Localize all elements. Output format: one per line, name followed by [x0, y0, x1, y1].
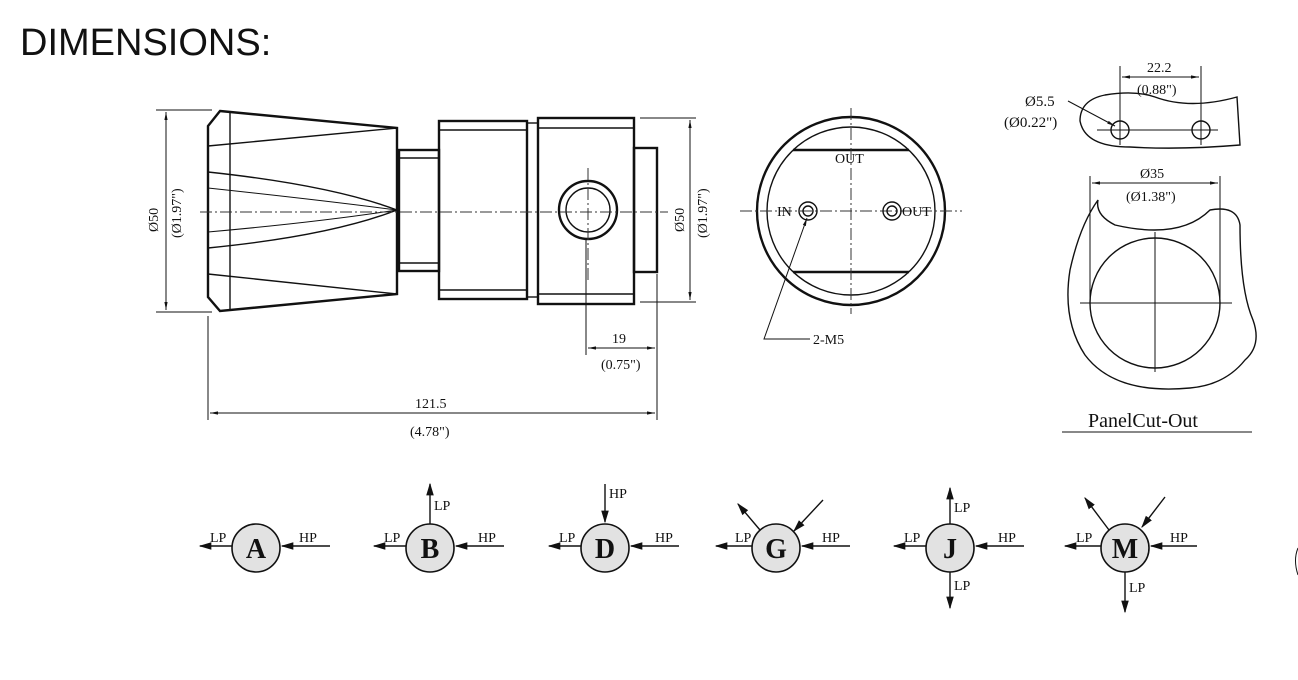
- cutout-panel: [1067, 199, 1257, 390]
- config-letter: B: [421, 534, 440, 565]
- rear-cap: [632, 146, 659, 274]
- port-label: HP: [822, 531, 840, 546]
- out-top-label: OUT: [835, 152, 864, 167]
- thread-label: 2-M5: [813, 333, 844, 348]
- page-title: DIMENSIONS:: [20, 22, 272, 64]
- hole-spacing-label: 22.2: [1147, 61, 1172, 76]
- port-config-g: G LP HP: [714, 499, 850, 573]
- neck: [397, 148, 441, 273]
- edge-arc: [1295, 547, 1298, 576]
- port-config-d: D HP LP HP: [547, 484, 679, 573]
- knob-flute: [207, 171, 398, 211]
- length-inch-label: (4.78"): [410, 425, 450, 440]
- port-label: LP: [1129, 581, 1146, 596]
- right-dia-label: Ø50: [673, 208, 688, 232]
- port-label: LP: [434, 499, 451, 514]
- port-label: HP: [655, 531, 673, 546]
- panel-caption: PanelCut-Out: [1088, 410, 1198, 432]
- config-letter: M: [1112, 534, 1138, 565]
- config-letter: J: [943, 534, 957, 565]
- knob-flute: [207, 273, 398, 295]
- config-letter: D: [595, 534, 615, 565]
- port-label: LP: [559, 531, 576, 546]
- port-label: HP: [609, 487, 627, 502]
- left-dia-inch-label: (Ø1.97"): [170, 188, 185, 238]
- port-label: HP: [1170, 531, 1188, 546]
- port-config-j: J LP LP HP LP: [892, 486, 1024, 610]
- port-label: LP: [954, 501, 971, 516]
- port-label: LP: [954, 579, 971, 594]
- arrow-in-icon: [793, 499, 824, 532]
- out-right-label: OUT: [902, 205, 931, 220]
- out-port-icon: [882, 201, 902, 221]
- cutout-dia-label: Ø35: [1140, 167, 1164, 182]
- hole-dia-inch-label: (Ø0.22"): [1004, 115, 1057, 131]
- port-label: LP: [904, 531, 921, 546]
- knob-flute: [207, 209, 398, 233]
- bonnet: [437, 119, 529, 301]
- length-label: 121.5: [415, 397, 447, 412]
- port-label: HP: [998, 531, 1016, 546]
- port-config-a: A LP HP: [198, 523, 330, 573]
- left-dia-label: Ø50: [147, 208, 162, 232]
- side-view: Ø50 (Ø1.97") Ø50 (Ø1.97") 19 (0.75") 121…: [147, 109, 711, 440]
- hole-spacing-inch-label: (0.88"): [1137, 83, 1177, 98]
- port-label: LP: [735, 531, 752, 546]
- in-label: IN: [777, 205, 792, 220]
- port-config-b: B LP LP HP: [372, 482, 504, 573]
- port-label: HP: [478, 531, 496, 546]
- arrow-out-icon: [737, 503, 761, 531]
- port-label: LP: [1076, 531, 1093, 546]
- config-letter: A: [246, 534, 267, 565]
- arrow-in-icon: [1141, 496, 1166, 528]
- in-port-icon: [798, 201, 818, 221]
- port-offset-label: 19: [612, 332, 626, 347]
- hole-dia-label: Ø5.5: [1025, 94, 1055, 110]
- knob-flute: [207, 209, 398, 249]
- end-view: OUT IN OUT 2-M5: [740, 108, 962, 348]
- port-config-m: M LP HP LP: [1063, 496, 1197, 614]
- config-letter: G: [765, 534, 787, 565]
- panel-view: 22.2 (0.88") Ø5.5 (Ø0.22") Ø35 (Ø1.38") …: [1004, 61, 1257, 433]
- port-offset-inch-label: (0.75"): [601, 358, 641, 373]
- port-label: LP: [210, 531, 227, 546]
- knob-flute: [207, 127, 398, 147]
- knob-outline: [206, 109, 399, 313]
- panel-strip: [1079, 92, 1241, 149]
- port-label: LP: [384, 531, 401, 546]
- arrow-out-icon: [1084, 496, 1110, 531]
- knob-flute: [207, 187, 398, 211]
- port-label: HP: [299, 531, 317, 546]
- cutout-dia-inch-label: (Ø1.38"): [1126, 190, 1176, 205]
- right-dia-inch-label: (Ø1.97"): [696, 188, 711, 238]
